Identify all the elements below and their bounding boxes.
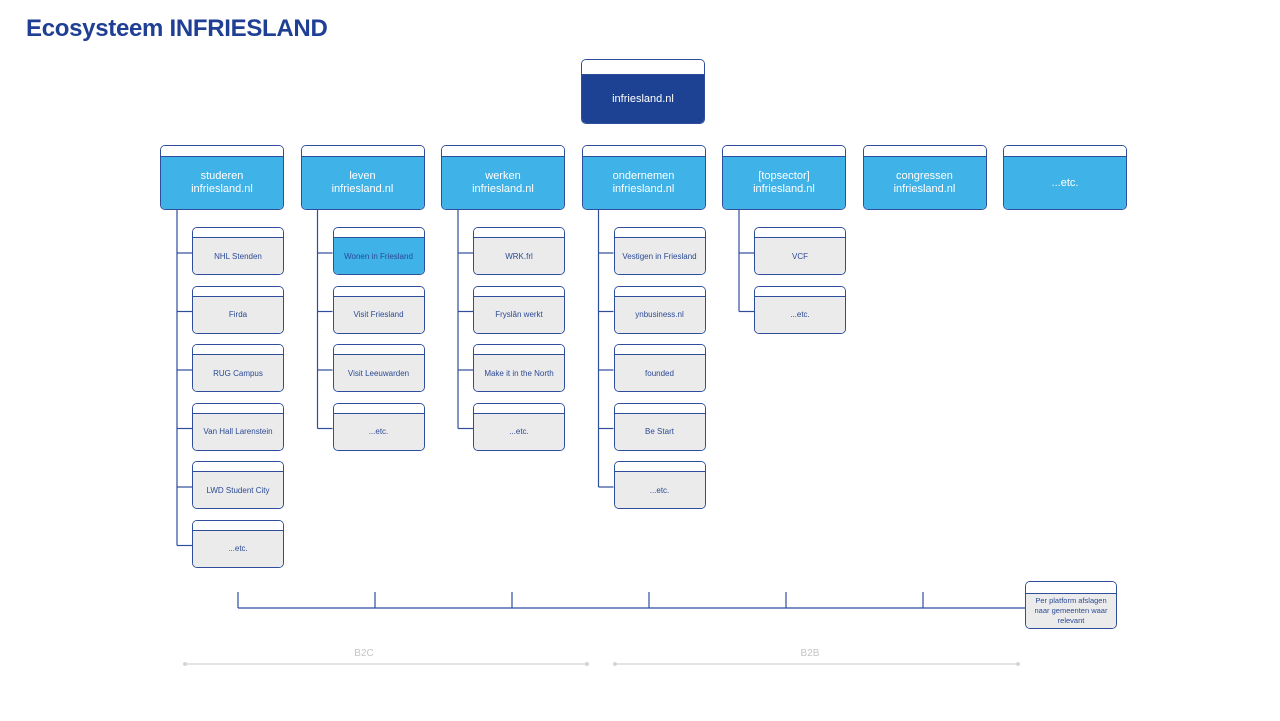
child-node-nhl-stenden-label: NHL Stenden <box>193 237 283 274</box>
segment-dot <box>1016 662 1020 666</box>
category-node-studeren: studeren infriesland.nl <box>160 145 284 210</box>
category-node-congressen-label: congressen infriesland.nl <box>863 156 986 209</box>
child-node-visit-leeuwarden-label: Visit Leeuwarden <box>333 354 424 391</box>
category-node-ondernemen: ondernemen infriesland.nl <box>581 145 706 210</box>
child-node-make-it-in-the-north: Make it in the North <box>473 344 565 392</box>
category-node-leven: leven infriesland.nl <box>300 145 425 210</box>
child-node-vestigen-in-friesland: Vestigen in Friesland <box>613 227 706 275</box>
child-node-etc-label: ...etc. <box>755 295 845 333</box>
child-node-frysl-n-werkt-label: Fryslân werkt <box>474 295 564 333</box>
child-node-rug-campus: RUG Campus <box>192 344 284 392</box>
child-node-visit-friesland-label: Visit Friesland <box>333 295 424 333</box>
child-node-rug-campus-label: RUG Campus <box>193 354 283 391</box>
child-node-vcf-label: VCF <box>755 237 845 274</box>
child-node-visit-friesland: Visit Friesland <box>332 285 425 334</box>
segment-label-b2c: B2C <box>346 648 382 659</box>
child-node-van-hall-larenstein: Van Hall Larenstein <box>192 402 284 451</box>
child-node-make-it-in-the-north-label: Make it in the North <box>474 354 564 391</box>
child-node-vestigen-in-friesland-label: Vestigen in Friesland <box>614 237 705 274</box>
child-node-lwd-student-city-label: LWD Student City <box>193 471 283 508</box>
child-node-etc-label: ...etc. <box>474 412 564 450</box>
child-node-etc: ...etc. <box>613 461 706 509</box>
child-node-firda-label: Firda <box>193 295 283 333</box>
segment-dot <box>613 662 617 666</box>
child-node-etc: ...etc. <box>473 402 565 451</box>
child-node-founded: founded <box>613 344 706 392</box>
category-node-topsector-label: [topsector] infriesland.nl <box>723 156 845 209</box>
category-node-etc-label: ...etc. <box>1004 156 1126 209</box>
child-node-etc: ...etc. <box>332 402 425 451</box>
child-node-etc-label: ...etc. <box>333 412 424 450</box>
segment-dot <box>585 662 589 666</box>
child-node-wonen-in-friesland: Wonen in Friesland <box>332 227 425 275</box>
child-node-visit-leeuwarden: Visit Leeuwarden <box>332 344 425 392</box>
child-node-etc: ...etc. <box>754 285 846 334</box>
root-node-label: infriesland.nl <box>582 74 704 123</box>
note-text: Per platform afslagen naar gemeenten waa… <box>1026 593 1116 628</box>
page-title: Ecosysteem INFRIESLAND <box>26 15 328 42</box>
note-box: Per platform afslagen naar gemeenten waa… <box>1025 581 1117 629</box>
category-node-leven-label: leven infriesland.nl <box>301 156 424 209</box>
category-node-werken: werken infriesland.nl <box>441 145 565 210</box>
child-node-wrk-frl: WRK.frl <box>473 227 565 275</box>
category-node-ondernemen-label: ondernemen infriesland.nl <box>582 156 705 209</box>
child-node-founded-label: founded <box>614 354 705 391</box>
child-node-lwd-student-city: LWD Student City <box>192 461 284 509</box>
child-node-frysl-n-werkt: Fryslân werkt <box>473 285 565 334</box>
child-node-etc-label: ...etc. <box>193 529 283 567</box>
child-node-ynbusiness-nl-label: ynbusiness.nl <box>614 295 705 333</box>
segment-dot <box>183 662 187 666</box>
category-node-werken-label: werken infriesland.nl <box>442 156 564 209</box>
child-node-vcf: VCF <box>754 227 846 275</box>
root-node: infriesland.nl <box>581 59 705 124</box>
category-node-etc: ...etc. <box>1003 145 1127 210</box>
child-node-etc-label: ...etc. <box>614 471 705 508</box>
child-node-etc: ...etc. <box>192 519 284 568</box>
child-node-nhl-stenden: NHL Stenden <box>192 227 284 275</box>
child-node-wonen-in-friesland-label: Wonen in Friesland <box>333 237 424 274</box>
category-node-congressen: congressen infriesland.nl <box>862 145 987 210</box>
child-node-wrk-frl-label: WRK.frl <box>474 237 564 274</box>
child-node-ynbusiness-nl: ynbusiness.nl <box>613 285 706 334</box>
child-node-be-start-label: Be Start <box>614 412 705 450</box>
child-node-van-hall-larenstein-label: Van Hall Larenstein <box>193 412 283 450</box>
category-node-topsector: [topsector] infriesland.nl <box>722 145 846 210</box>
segment-label-b2b: B2B <box>792 648 828 659</box>
child-node-firda: Firda <box>192 285 284 334</box>
child-node-be-start: Be Start <box>613 402 706 451</box>
category-node-studeren-label: studeren infriesland.nl <box>161 156 283 209</box>
